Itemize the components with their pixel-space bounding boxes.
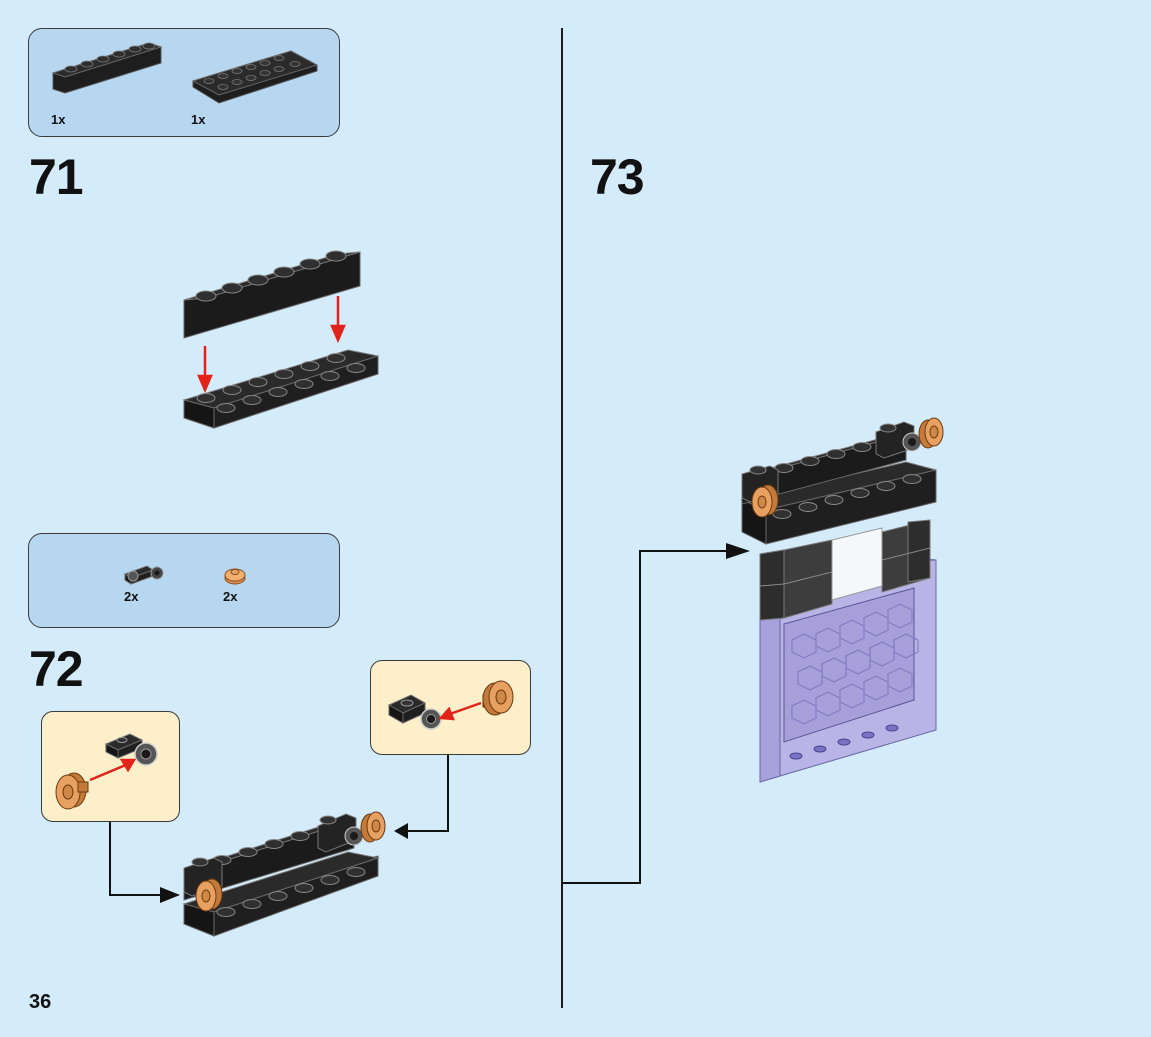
part-qty-3: 2x	[124, 589, 139, 604]
step-71-assembly-illustration	[182, 250, 379, 429]
brick-1x6-icon	[51, 42, 163, 94]
clip-and-round-plate-left-illustration	[55, 733, 158, 810]
column-divider	[561, 28, 563, 1008]
sub-step-callout-right	[370, 660, 531, 755]
step-number-73: 73	[590, 149, 645, 205]
plate-2x6-icon	[191, 50, 319, 104]
clip-and-round-plate-right-illustration	[387, 680, 514, 730]
step-number-71: 71	[29, 149, 84, 205]
step-73-assembly-illustration	[740, 417, 944, 783]
step-number-72: 72	[29, 641, 84, 697]
page-number: 36	[29, 991, 52, 1013]
sub-step-callout-left	[41, 711, 180, 822]
part-qty-1: 1x	[51, 112, 66, 127]
part-qty-2: 1x	[191, 112, 206, 127]
step-72-assembly-illustration	[182, 811, 386, 937]
round-plate-orange-icon	[224, 568, 246, 585]
plate-with-clip-icon	[123, 565, 164, 585]
parts-list-step-71: 1x 1x	[28, 28, 340, 137]
parts-list-step-72: 2x 2x	[28, 533, 340, 628]
part-qty-4: 2x	[223, 589, 238, 604]
